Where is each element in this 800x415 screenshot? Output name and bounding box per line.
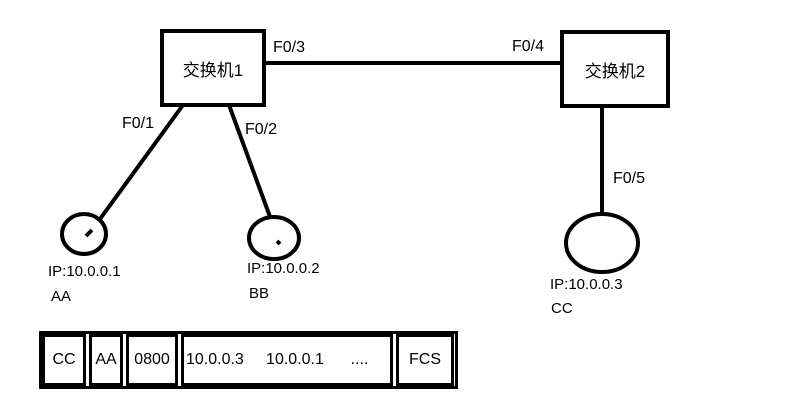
- link-tail-bb: [275, 239, 282, 246]
- host-bb-node-circle: [247, 215, 301, 261]
- host-aa-node-circle: [60, 212, 108, 256]
- host-bb-ip-label: IP:10.0.0.2: [247, 260, 320, 277]
- frame-field-dest-mac: CC: [42, 334, 86, 386]
- switch1-box: 交换机1: [160, 29, 266, 107]
- switch2-label: 交换机2: [584, 61, 646, 81]
- host-bb-name-label: BB: [249, 285, 270, 302]
- port-label-f0-2: F0/2: [245, 121, 278, 138]
- host-cc-node-circle: [564, 212, 640, 274]
- switch2-box: 交换机2: [560, 30, 670, 108]
- frame-field-payload-label: 10.0.0.3 10.0.0.1 ....: [186, 351, 369, 368]
- switch1-label: 交换机1: [182, 60, 244, 80]
- port-label-f0-3: F0/3: [273, 39, 306, 56]
- frame-field-src-mac: AA: [89, 334, 123, 386]
- ethernet-frame-diagram: CC AA 0800 10.0.0.3 10.0.0.1 .... FCS: [39, 331, 458, 389]
- port-label-f0-1: F0/1: [122, 115, 155, 132]
- port-label-f0-5: F0/5: [613, 170, 646, 187]
- link-switch1-hostAA: [90, 103, 185, 232]
- host-cc-name-label: CC: [551, 300, 573, 317]
- frame-field-payload: 10.0.0.3 10.0.0.1 ....: [181, 334, 393, 386]
- frame-field-src-mac-label: AA: [95, 351, 117, 368]
- link-tail-aa: [84, 228, 94, 238]
- frame-field-ethertype: 0800: [126, 334, 178, 386]
- host-aa-name-label: AA: [51, 288, 72, 305]
- frame-field-dest-mac-label: CC: [52, 351, 76, 368]
- host-cc-ip-label: IP:10.0.0.3: [550, 276, 623, 293]
- frame-field-ethertype-label: 0800: [134, 351, 170, 368]
- host-aa-ip-label: IP:10.0.0.1: [48, 263, 121, 280]
- port-label-f0-4: F0/4: [512, 38, 545, 55]
- frame-field-fcs-label: FCS: [409, 351, 441, 368]
- frame-field-fcs: FCS: [396, 334, 454, 386]
